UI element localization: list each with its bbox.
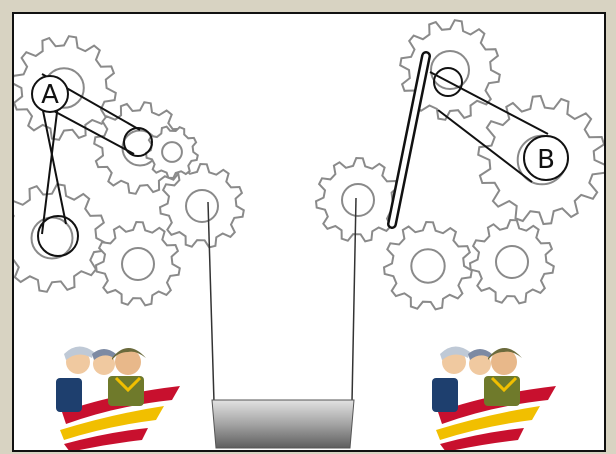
pulley-a: A: [31, 75, 69, 113]
military-emblem-icon: [56, 346, 180, 450]
cable-right: [351, 197, 357, 403]
gear-icon: [158, 162, 245, 249]
gear-hub: [161, 141, 183, 163]
gear-icon: [14, 183, 107, 293]
gear-hub: [185, 189, 219, 223]
military-emblem-icon: [430, 344, 558, 450]
pulley-b-circle: [523, 135, 569, 181]
cable-left: [207, 201, 215, 403]
gear-diagram: A B: [14, 19, 604, 450]
label-b: B: [537, 145, 555, 175]
gear-hub: [341, 183, 375, 217]
gear-icon: [314, 156, 401, 243]
gear-group: [14, 19, 604, 311]
pulley-a-circle: [31, 75, 69, 113]
gear-hub: [410, 248, 446, 284]
gear-hub: [495, 245, 529, 279]
connecting-rod: [387, 51, 431, 229]
gear-hub: [121, 247, 155, 281]
label-a: A: [41, 80, 59, 110]
gear-icon: [94, 220, 181, 307]
diagram-panel: A B: [12, 12, 606, 452]
gear-icon: [468, 218, 555, 305]
cables: [207, 197, 357, 403]
bucket-icon: [211, 399, 355, 449]
belt-right: [429, 67, 549, 183]
gear-hub: [430, 50, 470, 90]
gear-icon: [382, 220, 473, 311]
pulley-b: B: [523, 135, 569, 181]
